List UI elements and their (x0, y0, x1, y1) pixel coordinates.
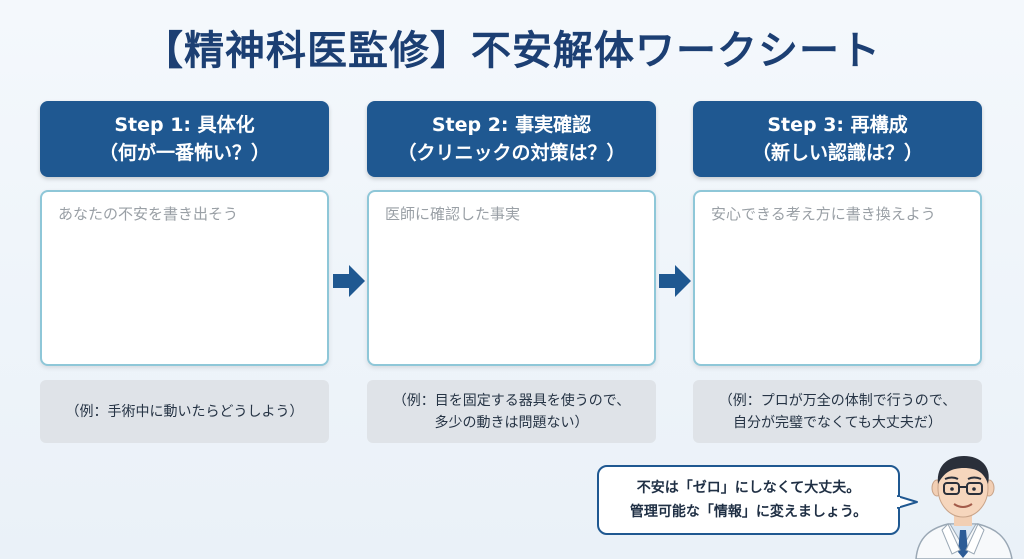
step-3-input-box[interactable]: 安心できる考え方に書き換えよう (693, 190, 982, 366)
step-2-header: Step 2: 事実確認 （クリニックの対策は？） (367, 101, 656, 177)
step-3-column: Step 3: 再構成 （新しい認識は？） 安心できる考え方に書き換えよう （例… (693, 101, 982, 443)
step-1-placeholder: あなたの不安を書き出そう (58, 205, 239, 223)
speech-bubble: 不安は「ゼロ」にしなくて大丈夫。 管理可能な「情報」に変えましょう。 (597, 465, 900, 535)
step-2-input-box[interactable]: 医師に確認した事実 (367, 190, 656, 366)
step-1-header: Step 1: 具体化 （何が一番怖い？） (40, 101, 329, 177)
step-1-input-box[interactable]: あなたの不安を書き出そう (40, 190, 329, 366)
doctor-avatar-icon (915, 456, 1013, 559)
page-title: 【精神科医監修】不安解体ワークシート (143, 28, 881, 74)
step-2-example-line-2: 多少の動きは問題ない） (434, 414, 589, 431)
step-3-example-line-2: 自分が完璧でなくても大丈夫だ） (733, 414, 942, 431)
speech-line-1: 不安は「ゼロ」にしなくて大丈夫。 (636, 480, 861, 496)
step-3-title: Step 3: 再構成 (767, 114, 908, 136)
step-2-question: （クリニックの対策は？） (397, 142, 626, 164)
step-3-placeholder: 安心できる考え方に書き換えよう (711, 205, 936, 223)
speech-line-2: 管理可能な「情報」に変えましょう。 (629, 504, 868, 520)
step-2-example-line-1: （例：目を固定する器具を使うので、 (392, 392, 631, 409)
step-1-question: （何が一番怖い？） (98, 142, 270, 164)
step-1-example-line-1: （例：手術中に動いたらどうしよう） (65, 403, 304, 420)
step-2-title: Step 2: 事実確認 (431, 114, 592, 136)
step-1-title: Step 1: 具体化 (114, 114, 255, 136)
step-3-example-line-1: （例：プロが万全の体制で行うので、 (718, 392, 957, 409)
step-2-placeholder: 医師に確認した事実 (385, 205, 521, 223)
arrow-right-icon (659, 265, 691, 297)
step-2-column: Step 2: 事実確認 （クリニックの対策は？） 医師に確認した事実 （例：目… (367, 101, 656, 443)
step-2-example: （例：目を固定する器具を使うので、 多少の動きは問題ない） (367, 380, 656, 443)
step-3-header: Step 3: 再構成 （新しい認識は？） (693, 101, 982, 177)
step-3-example: （例：プロが万全の体制で行うので、 自分が完璧でなくても大丈夫だ） (693, 380, 982, 443)
arrow-right-icon (333, 265, 365, 297)
step-1-column: Step 1: 具体化 （何が一番怖い？） あなたの不安を書き出そう （例：手術… (40, 101, 329, 443)
step-3-question: （新しい認識は？） (751, 142, 923, 164)
step-1-example: （例：手術中に動いたらどうしよう） (40, 380, 329, 443)
speech-bubble-tail (897, 495, 918, 509)
